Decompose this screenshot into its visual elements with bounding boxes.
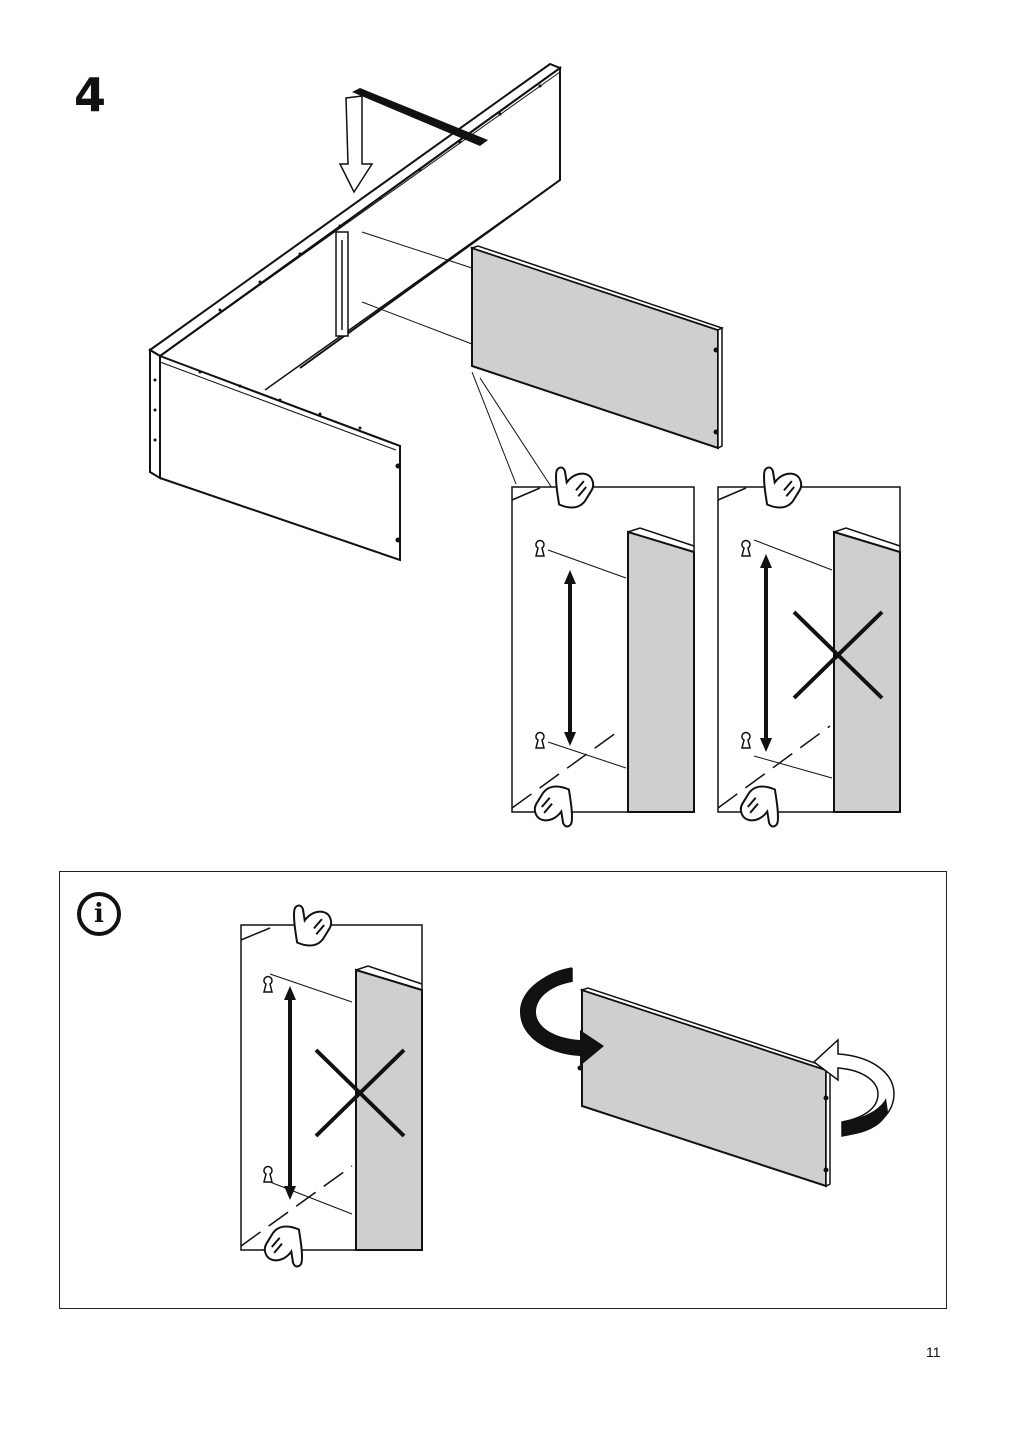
info-box: i (59, 871, 947, 1309)
info-icon: i (77, 892, 121, 936)
side-panel (469, 245, 724, 450)
info-glyph: i (94, 899, 104, 929)
info-detail-wrong (240, 893, 423, 1279)
detail-wrong-frame (717, 455, 901, 839)
rotate-right-arrow-icon (812, 1038, 895, 1137)
step-number: 4 (74, 68, 107, 122)
alignment-lines (361, 231, 473, 345)
down-arrow-icon (338, 95, 374, 194)
detail-correct-frame (511, 455, 695, 839)
rotate-left-arrow-icon (520, 967, 604, 1066)
cross-icon (314, 1048, 406, 1138)
cross-icon (792, 610, 884, 700)
page-number: 11 (926, 1344, 941, 1360)
callout-lines (471, 371, 553, 489)
cabinet-frame (148, 62, 563, 562)
frame-holes (153, 84, 542, 543)
hinge-bracket (335, 231, 349, 337)
lid-strip (352, 88, 488, 146)
